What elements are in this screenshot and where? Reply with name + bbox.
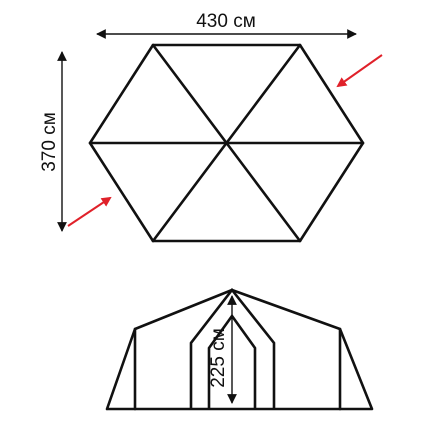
arrow-icon bbox=[67, 196, 112, 227]
top-view: 430 см 370 см bbox=[39, 11, 383, 243]
arrow-icon bbox=[336, 54, 383, 88]
tent-ribs bbox=[88, 43, 365, 243]
width-label: 430 см bbox=[196, 11, 256, 32]
tent-side-outline bbox=[105, 288, 374, 411]
depth-label: 370 см bbox=[39, 112, 60, 172]
tent-door-outline bbox=[189, 287, 276, 409]
height-label: 225 см bbox=[208, 328, 229, 388]
side-view: 225 см bbox=[105, 287, 374, 411]
